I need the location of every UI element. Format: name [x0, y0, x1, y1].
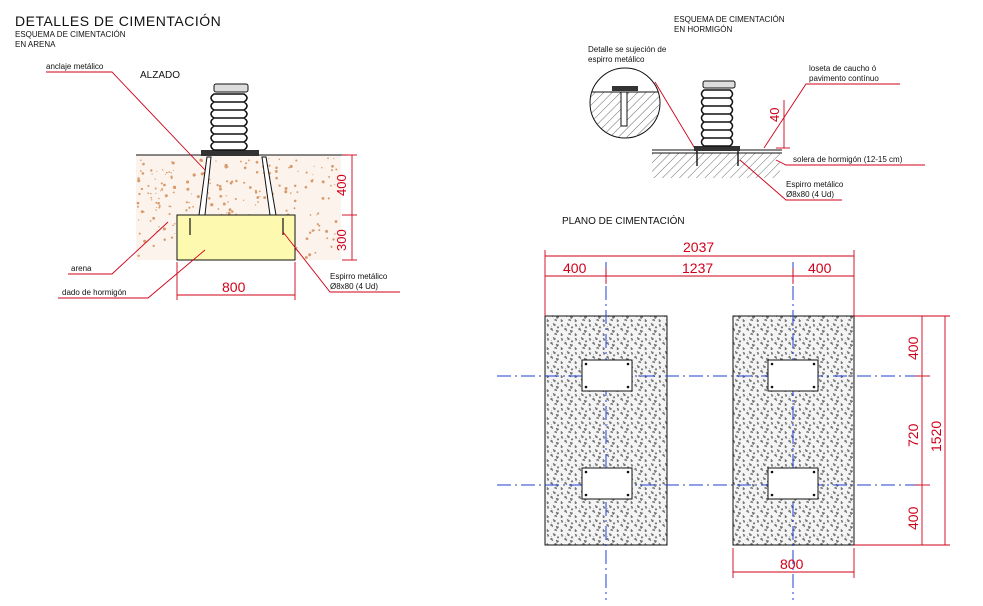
concrete-title-1: ESQUEMA DE CIMENTACIÓN — [674, 15, 785, 24]
spring-icon — [210, 93, 248, 151]
dim-center-span: 720 — [905, 423, 921, 447]
dim-total-width: 2037 — [683, 239, 714, 255]
label-sand: arena — [71, 264, 92, 273]
dim-width-800: 800 — [222, 279, 246, 295]
concrete-slab — [652, 153, 780, 178]
label-anchor: anclaje metálico — [46, 62, 104, 71]
concrete-foundation-detail: ESQUEMA DE CIMENTACIÓN EN HORMIGÓN Detal… — [588, 15, 925, 201]
dim-depth-upper: 400 — [334, 174, 349, 196]
label-fixing-1: Detalle se sujeción de — [588, 45, 667, 54]
seat-top-icon-2 — [702, 80, 736, 89]
label-tile-2: pavimento contínuo — [809, 74, 879, 83]
label-bolt-2: Ø8x80 (4 Ud) — [330, 282, 378, 291]
dim-right-offset: 400 — [808, 260, 832, 276]
dim-top-offset: 400 — [905, 336, 921, 360]
fixing-detail-circle — [589, 67, 661, 139]
dim-height-40: 40 — [767, 108, 782, 122]
dim-left-offset: 400 — [563, 260, 587, 276]
plan-plates — [581, 359, 819, 500]
alzado-title: ALZADO — [140, 70, 180, 81]
dim-block-width: 800 — [780, 556, 804, 572]
label-bolt-c2: Ø8x80 (4 Ud) — [786, 190, 834, 199]
label-bolt-1: Espirro metálico — [330, 272, 388, 281]
seat-top-icon — [213, 83, 249, 93]
label-tile-1: loseta de caucho ó — [809, 64, 877, 73]
foundation-plan: PLANO DE CIMENTACIÓN — [497, 214, 950, 600]
anchor-leg-right — [261, 156, 277, 216]
concrete-title-2: EN HORMIGÓN — [674, 25, 732, 34]
arena-foundation-detail: ALZADO 400 300 800 anclaje metálico — [46, 62, 400, 300]
plan-horizontal-dims — [544, 250, 855, 578]
plan-axes — [497, 262, 920, 600]
plan-title: PLANO DE CIMENTACIÓN — [562, 214, 685, 227]
label-slab: solera de hormigón (12-15 cm) — [793, 155, 903, 164]
spring-icon-2 — [700, 89, 734, 147]
dim-depth-lower: 300 — [334, 229, 349, 251]
label-bolt-c1: Espirro metálico — [786, 180, 844, 189]
label-concrete-block: dado de hormigón — [62, 288, 127, 297]
dim-bottom-offset: 400 — [905, 506, 921, 530]
plan-vertical-dims — [854, 315, 950, 546]
sheet-subtitle-2: EN ARENA — [15, 40, 56, 49]
base-plate — [201, 150, 259, 156]
dim-total-height: 1520 — [928, 421, 944, 452]
label-fixing-2: espirro metálico — [588, 55, 645, 64]
dim-middle-span: 1237 — [682, 260, 713, 276]
concrete-block — [176, 214, 296, 261]
sheet-title: DETALLES DE CIMENTACIÓN — [15, 13, 221, 29]
sheet-subtitle-1: ESQUEMA DE CIMENTACIÓN — [15, 30, 126, 39]
anchor-leg-left — [198, 156, 212, 216]
